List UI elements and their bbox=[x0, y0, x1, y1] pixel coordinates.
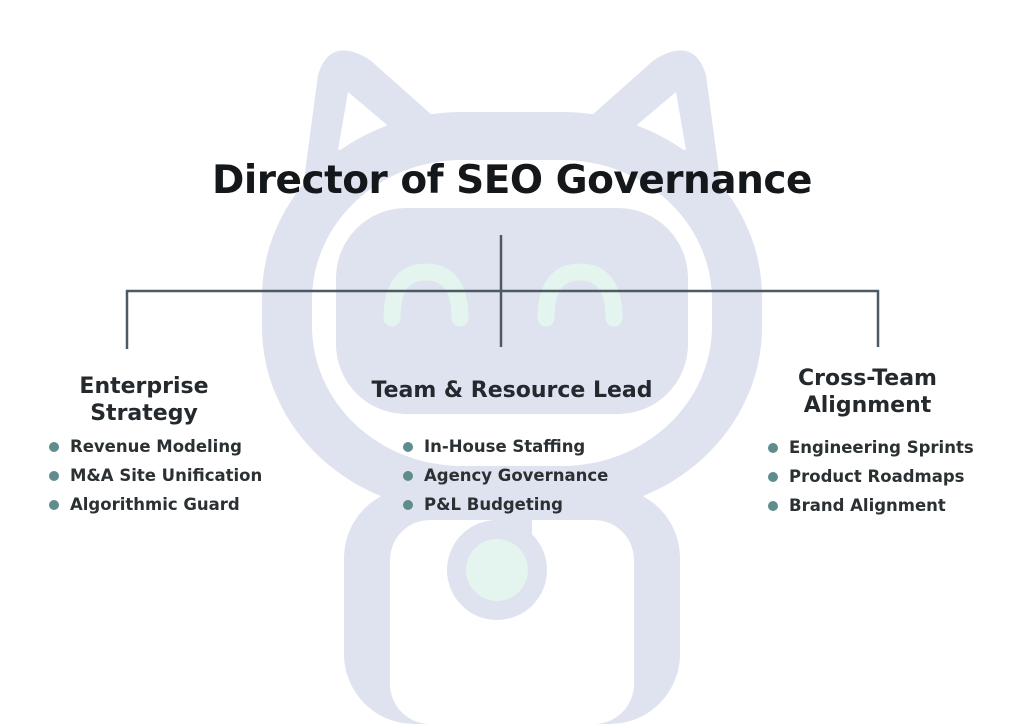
branch-list-team-resource-lead: In-House Staffing Agency Governance P&L … bbox=[403, 432, 608, 519]
bullet-icon bbox=[49, 442, 59, 452]
list-item: Algorithmic Guard bbox=[49, 490, 262, 519]
bullet-icon bbox=[49, 500, 59, 510]
list-item: Brand Alignment bbox=[768, 491, 974, 520]
list-item-label: Agency Governance bbox=[424, 466, 609, 485]
bullet-icon bbox=[403, 500, 413, 510]
list-item-label: Brand Alignment bbox=[789, 496, 946, 515]
bullet-icon bbox=[768, 501, 778, 511]
list-item: Revenue Modeling bbox=[49, 432, 262, 461]
list-item: In-House Staffing bbox=[403, 432, 608, 461]
list-item-label: M&A Site Unification bbox=[70, 466, 263, 485]
branch-title: Team & Resource Lead bbox=[371, 378, 653, 403]
branch-title: Enterprise Strategy bbox=[79, 374, 209, 426]
bullet-icon bbox=[49, 471, 59, 481]
branch-team-resource-lead: Team & Resource Lead bbox=[352, 377, 672, 404]
branch-list-enterprise-strategy: Revenue Modeling M&A Site Unification Al… bbox=[49, 432, 262, 519]
list-item: Engineering Sprints bbox=[768, 433, 974, 462]
list-item-label: Revenue Modeling bbox=[70, 437, 242, 456]
branch-enterprise-strategy: Enterprise Strategy bbox=[58, 373, 230, 427]
bullet-icon bbox=[403, 471, 413, 481]
list-item: Product Roadmaps bbox=[768, 462, 974, 491]
diagram-title: Director of SEO Governance bbox=[212, 158, 812, 203]
list-item: P&L Budgeting bbox=[403, 490, 608, 519]
list-item-label: Algorithmic Guard bbox=[70, 495, 240, 514]
list-item: Agency Governance bbox=[403, 461, 608, 490]
bullet-icon bbox=[403, 442, 413, 452]
list-item-label: In-House Staffing bbox=[424, 437, 586, 456]
list-item-label: Product Roadmaps bbox=[789, 467, 965, 486]
list-item: M&A Site Unification bbox=[49, 461, 262, 490]
branch-cross-team-alignment: Cross-Team Alignment bbox=[790, 365, 945, 419]
list-item-label: Engineering Sprints bbox=[789, 438, 974, 457]
list-item-label: P&L Budgeting bbox=[424, 495, 563, 514]
branch-title: Cross-Team Alignment bbox=[798, 366, 937, 418]
bullet-icon bbox=[768, 443, 778, 453]
branch-list-cross-team-alignment: Engineering Sprints Product Roadmaps Bra… bbox=[768, 433, 974, 520]
bullet-icon bbox=[768, 472, 778, 482]
